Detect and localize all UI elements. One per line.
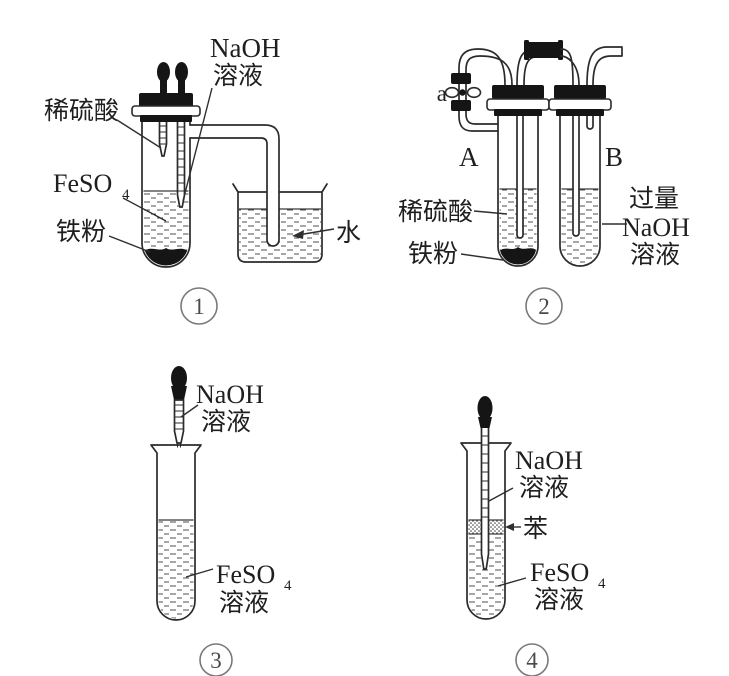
apparatus-4: NaOH 溶液 苯 FeSO 4 溶液 4: [460, 396, 606, 676]
dropper-bulb-icon: [171, 366, 187, 390]
test-tube: [150, 444, 202, 621]
dropper-neck: [478, 417, 492, 428]
label-water: 水: [336, 219, 361, 247]
number-2: 2: [538, 294, 550, 319]
beaker-outline: [232, 183, 328, 263]
rubber-stopper-b: [548, 85, 612, 116]
circle-number-1: [180, 287, 218, 325]
dropper-stem: [480, 426, 490, 570]
label-naoh-line1: NaOH: [210, 33, 280, 63]
label-benzene: 苯: [523, 515, 548, 543]
label-naoh-line2: 溶液: [213, 62, 263, 90]
vent-tube: [458, 48, 513, 132]
leader-feso4: [122, 197, 167, 222]
leader-iron-powder: [460, 253, 504, 261]
label-naoh-line1: NaOH: [515, 446, 583, 475]
label-dilute-acid: 稀硫酸: [398, 198, 473, 226]
rubber-stopper-a: [486, 85, 550, 116]
exit-tube: [586, 46, 623, 86]
label-tube-a: A: [459, 142, 479, 172]
circle-number-3: [199, 643, 233, 676]
number-4: 4: [526, 648, 538, 673]
label-iron-powder: 铁粉: [408, 240, 458, 268]
iron-powder: [143, 248, 189, 266]
circle-number-4: [515, 643, 549, 676]
label-excess-line3: 溶液: [630, 241, 680, 269]
leader-naoh: [488, 487, 514, 502]
label-naoh-line2: 溶液: [519, 474, 569, 502]
label-iron-powder: 铁粉: [56, 218, 106, 246]
leader-dilute-acid: [116, 119, 162, 149]
leader-benzene-arrowhead: [505, 523, 514, 531]
feso4-liquid-fill: [143, 191, 189, 266]
leader-naoh: [182, 87, 213, 202]
label-dilute-acid: 稀硫酸: [44, 97, 119, 125]
feso4-liquid-fill: [158, 520, 194, 619]
connector-to-tube-b: [560, 48, 580, 86]
naoh-dropper: [171, 366, 187, 448]
label-feso4-sub: 4: [284, 578, 292, 594]
leader-water-arrowhead: [292, 230, 304, 239]
label-feso4-sub: 4: [122, 187, 130, 203]
label-feso4-line2: 溶液: [219, 589, 269, 617]
number-1: 1: [193, 294, 205, 319]
inner-tube-b: [572, 112, 580, 237]
water-fill: [239, 209, 321, 261]
label-naoh-line2: 溶液: [201, 408, 251, 436]
dropper-stem: [173, 399, 185, 444]
label-feso4: FeSO: [216, 560, 275, 589]
label-naoh-line1: NaOH: [196, 380, 264, 409]
iron-powder: [499, 247, 537, 265]
label-excess-line1: 过量: [629, 185, 679, 213]
circle-number-2: [525, 287, 563, 325]
leader-dilute-acid: [473, 210, 508, 215]
dropper-bulb-icon: [477, 396, 493, 420]
leader-feso4: [185, 568, 214, 578]
leader-naoh: [180, 404, 199, 418]
number-3: 3: [210, 648, 222, 673]
apparatus-1: NaOH 溶液 稀硫酸 FeSO 4 铁粉 水 1: [44, 33, 361, 325]
leader-feso4: [497, 577, 527, 587]
label-feso4-line2: 溶液: [534, 586, 584, 614]
rubber-connector: [524, 40, 563, 60]
feso4-liquid-fill: [468, 534, 504, 618]
outlet-stub-b: [586, 112, 594, 130]
label-tube-b: B: [605, 142, 623, 172]
pinch-clamp-a: [444, 73, 482, 111]
label-clamp-a: a: [437, 81, 447, 106]
inner-tube-a: [516, 112, 524, 239]
label-feso4: FeSO: [53, 169, 112, 198]
apparatus-3: NaOH 溶液 FeSO 4 溶液 3: [150, 366, 292, 676]
test-tube-b: [559, 113, 601, 267]
dropper-bulb-icon: [157, 62, 188, 95]
rubber-stopper: [131, 93, 201, 122]
naoh-dropper: [477, 396, 493, 570]
acid-dropper: [158, 119, 168, 157]
label-excess-line2: NaOH: [622, 213, 690, 242]
label-feso4: FeSO: [530, 558, 589, 587]
apparatus-2: a A B 稀硫酸 铁粉 过量 NaOH 溶液 2: [398, 40, 690, 325]
leader-iron-powder: [108, 235, 151, 253]
water-beaker: [232, 183, 328, 263]
test-tube-a: [497, 113, 539, 267]
naoh-liquid-fill: [561, 189, 599, 265]
label-feso4-sub: 4: [598, 576, 606, 592]
naoh-dropper: [176, 119, 186, 208]
dropper-neck: [171, 386, 187, 400]
leader-water: [297, 228, 335, 236]
